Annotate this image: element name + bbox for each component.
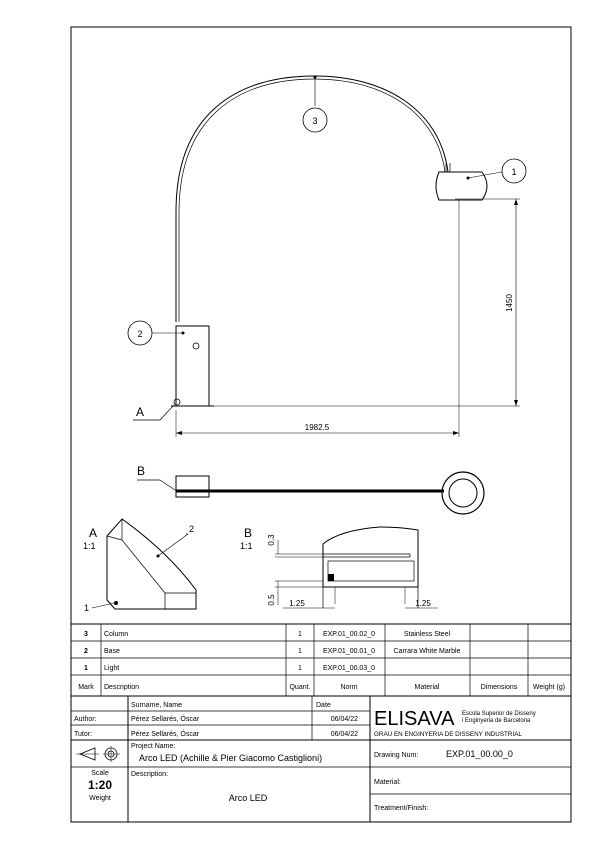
project-name-label: Project Name:: [131, 743, 175, 750]
lamp-shade: [435, 171, 488, 201]
surname-header: Surname, Name: [131, 702, 182, 709]
tutor-label: Tutor:: [74, 731, 92, 738]
school-logo-text: ELISAVA: [374, 708, 455, 730]
detail-a-outline: [106, 518, 197, 610]
bom-header-row: Mark Description Quant. Norm Material Di…: [78, 684, 565, 691]
bom-header-norm: Norm: [340, 684, 357, 691]
bom-norm: EXP.01_00.01_0: [323, 648, 375, 655]
balloon-3-label: 3: [312, 116, 317, 126]
author-date: 06/04/22: [331, 716, 358, 723]
author-name: Pérez Sellarés, Óscar: [131, 714, 200, 723]
date-header: Date: [316, 702, 331, 709]
detail-a-scale: 1:1: [83, 541, 96, 551]
bom-header-quantity: Quant.: [289, 684, 310, 691]
project-name: Arco LED (Achille & Pier Giacomo Castigl…: [139, 753, 322, 763]
treatment-label: Treatment/Finish:: [374, 805, 428, 812]
drawing-num-label: Drawing Num:: [374, 752, 418, 759]
tutor-name: Pérez Sellarés, Óscar: [131, 729, 200, 738]
bom-row-column: 3 Column 1 EXP.01_00.02_0 Stainless Stee…: [84, 631, 451, 638]
detail-b-dim-left: 0.5: [267, 594, 276, 606]
detail-a-balloon-1: 1: [84, 603, 89, 613]
balloon-1-label: 1: [511, 167, 516, 177]
bom-header-dimensions: Dimensions: [481, 684, 518, 691]
bom-mark: 3: [84, 631, 88, 638]
detail-b-scale: 1:1: [240, 541, 253, 551]
top-view-base: [175, 475, 210, 498]
detail-b-dim-bottom-left: 1.25: [289, 599, 305, 608]
balloon-3: [302, 107, 328, 133]
bom-header-mark: Mark: [78, 684, 94, 691]
weight-label: Weight: [89, 795, 111, 802]
drawing-number: EXP.01_00.00_0: [446, 749, 513, 759]
detail-a-balloon-2: 2: [189, 524, 194, 534]
sheet-border: [70, 26, 572, 823]
bom-header-weight: Weight (g): [533, 684, 565, 691]
bom-quantity: 1: [298, 665, 302, 672]
detail-a-label: A: [89, 526, 97, 540]
bom-norm: EXP.01_00.03_0: [323, 665, 375, 672]
tutor-date: 06/04/22: [331, 731, 358, 738]
bom-header-description: Description: [104, 684, 139, 691]
scale-label: Scale: [91, 770, 109, 777]
scale-value: 1:20: [88, 778, 112, 792]
detail-b-label: B: [244, 526, 252, 540]
description-value: Arco LED: [229, 793, 268, 803]
section-a-label: A: [136, 405, 144, 419]
material-label: Material:: [374, 779, 401, 786]
detail-b-dim-top: 0.3: [267, 534, 276, 546]
detail-b-outline: [322, 526, 419, 588]
arc-column-inner: [178, 78, 446, 322]
bom-mark: 1: [84, 665, 88, 672]
width-dimension: 1982.5: [305, 423, 330, 432]
author-label: Author:: [74, 716, 97, 723]
title-block: Surname, Name Date Author: Pérez Sellaré…: [71, 696, 571, 822]
bom-mark: 2: [84, 648, 88, 655]
top-view: B: [137, 464, 485, 515]
detail-b-dim-bottom-right: 1.25: [415, 599, 431, 608]
bom-header-material: Material: [415, 684, 440, 691]
balloon-2-label: 2: [137, 329, 142, 339]
description-label: Description:: [131, 771, 168, 778]
balloon-1: [501, 158, 527, 184]
bom-quantity: 1: [298, 631, 302, 638]
height-dimension: 1450: [505, 294, 514, 312]
bom-description: Base: [104, 648, 120, 655]
degree-name: GRAU EN ENGINYERIA DE DISSENY INDUSTRIAL: [374, 731, 522, 738]
marble-base: [175, 325, 210, 407]
bom-row-base: 2 Base 1 EXP.01_00.01_0 Carrara White Ma…: [84, 648, 461, 655]
bom-row-light: 1 Light 1 EXP.01_00.03_0: [84, 665, 375, 672]
projection-symbol-icon: [76, 746, 120, 762]
balloon-2: [127, 320, 153, 346]
bom-description: Light: [104, 665, 119, 672]
bom-material: Carrara White Marble: [394, 648, 461, 655]
section-b-label: B: [137, 464, 145, 478]
bom-description: Column: [104, 631, 128, 638]
detail-b-view: B 1:1 0.3 0.5 1.25 1.25: [240, 526, 438, 609]
main-view: 3 1 2 A 1450 1982.5: [127, 75, 527, 437]
top-view-shade-outer: [441, 471, 485, 515]
school-subtitle-2: i Enginyeria de Barcelona: [462, 718, 531, 724]
school-subtitle-1: Escola Superior de Disseny: [462, 711, 536, 717]
bill-of-materials: 3 Column 1 EXP.01_00.02_0 Stainless Stee…: [71, 623, 571, 697]
detail-a-view: A 1:1 2 1: [83, 518, 197, 613]
bom-quantity: 1: [298, 648, 302, 655]
bom-material: Stainless Steel: [404, 631, 451, 638]
bom-norm: EXP.01_00.02_0: [323, 631, 375, 638]
